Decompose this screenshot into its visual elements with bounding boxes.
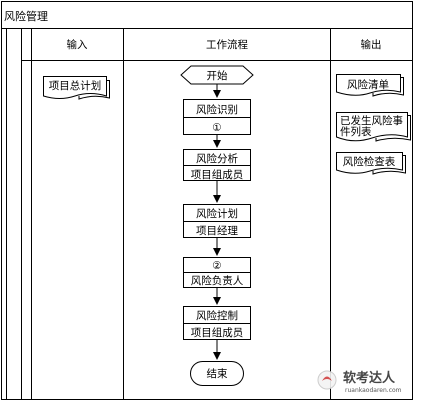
column-header-input: 输入: [67, 38, 88, 51]
output-events-line1: 已发生风险事: [340, 114, 403, 127]
step-analyze-top: 风险分析: [196, 152, 238, 165]
watermark-logo-text: 软考达人: [343, 370, 396, 386]
output-doc-risk-list: 风险清单: [336, 74, 404, 97]
step-owner-bottom: 风险负责人: [191, 274, 244, 287]
column-header-process: 工作流程: [206, 38, 248, 51]
watermark-logo-icon: [317, 370, 337, 390]
step-risk-control: 风险控制 项目组成员: [183, 306, 251, 340]
step-analyze-bottom: 项目组成员: [191, 168, 244, 181]
step-risk-owner: ② 风险负责人: [183, 257, 251, 288]
input-doc-label: 项目总计划: [49, 79, 102, 92]
end-terminator: 结束: [190, 361, 244, 386]
output-checklist-label: 风险检查表: [343, 155, 396, 168]
step-plan-bottom: 项目经理: [196, 224, 238, 237]
step-owner-top: ②: [212, 260, 221, 272]
step-risk-planning: 风险计划 项目经理: [183, 204, 251, 238]
output-doc-risk-checklist: 风险检查表: [336, 152, 406, 175]
input-doc-project-plan: 项目总计划: [43, 76, 110, 100]
end-label: 结束: [207, 367, 228, 380]
output-events-line2: 件列表: [340, 125, 372, 138]
step-risk-identification: 风险识别 ①: [183, 99, 251, 135]
output-risk-list-label: 风险清单: [347, 78, 389, 91]
step-identify-bottom: ①: [212, 122, 221, 134]
step-risk-analysis: 风险分析 项目组成员: [183, 149, 251, 181]
start-label: 开始: [207, 69, 228, 82]
watermark: 软考达人 ruankaodaren.com: [317, 370, 402, 394]
watermark-url: ruankaodaren.com: [345, 387, 402, 394]
step-control-top: 风险控制: [196, 309, 238, 322]
column-header-output: 输出: [361, 38, 382, 51]
watermark-mark-icon: [322, 376, 332, 381]
start-terminator: 开始: [180, 65, 254, 85]
step-control-bottom: 项目组成员: [191, 326, 244, 339]
output-doc-occurred-events: 已发生风险事 件列表: [336, 112, 411, 142]
step-identify-top: 风险识别: [196, 103, 238, 116]
step-plan-top: 风险计划: [196, 207, 238, 220]
diagram-title: 风险管理: [4, 9, 48, 23]
